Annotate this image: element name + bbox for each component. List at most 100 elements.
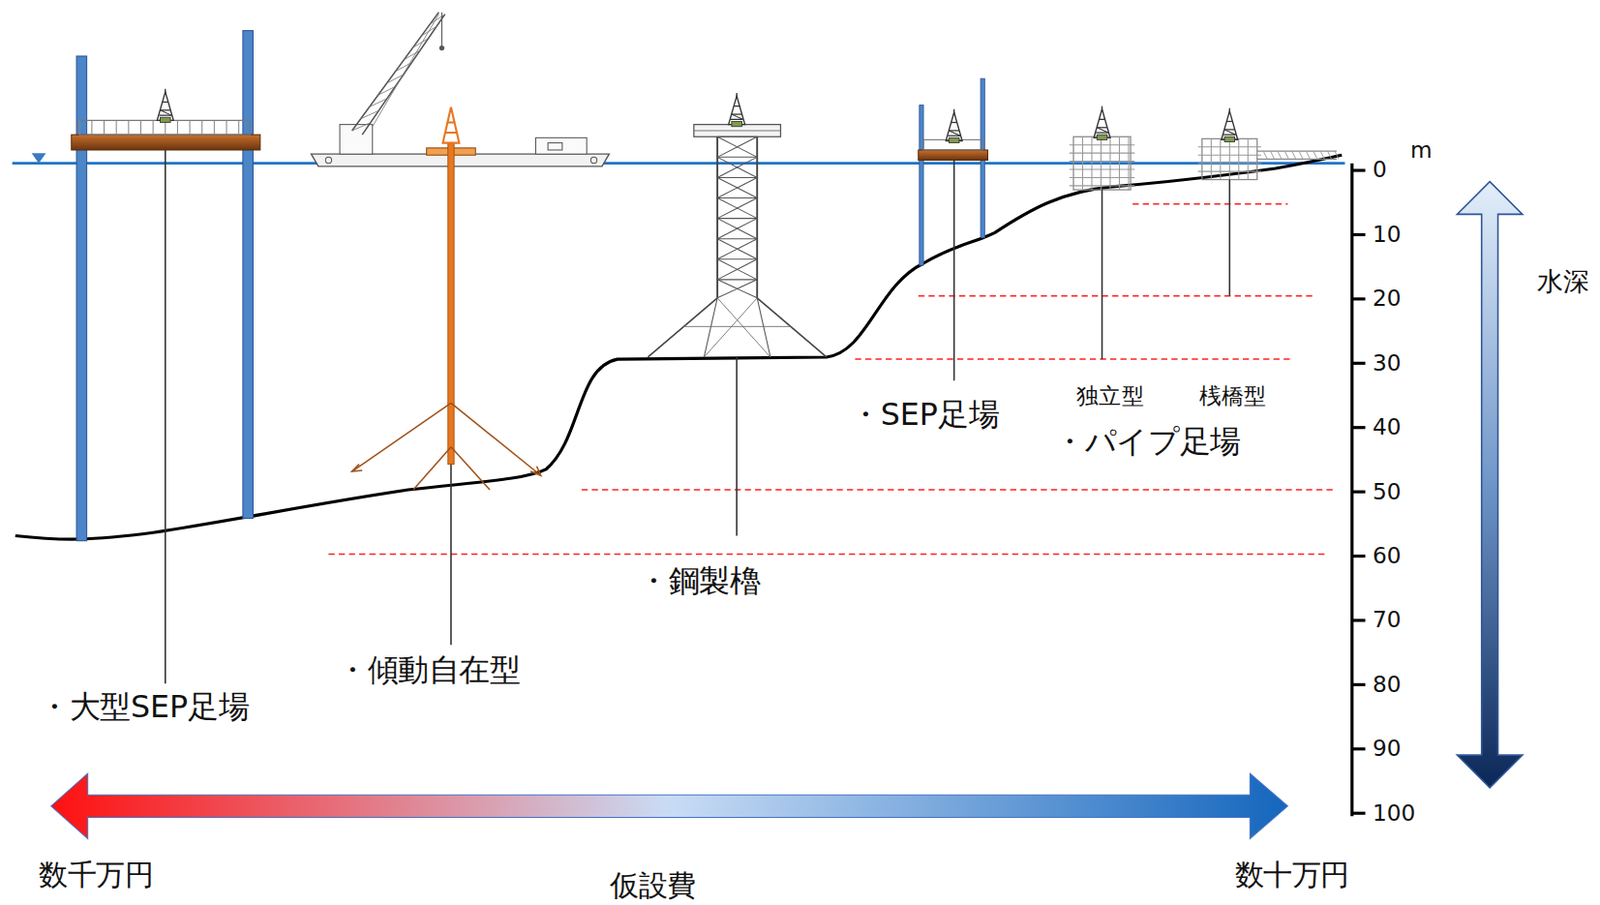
pipe <box>1069 177 1135 179</box>
rail-post <box>177 120 179 135</box>
pipe <box>1069 184 1135 186</box>
large-sep-platform <box>71 30 261 685</box>
label: 独立型 <box>1076 383 1145 410</box>
tilting-type-platform <box>311 12 610 646</box>
lattice-brace <box>717 279 757 299</box>
axis-tick <box>1352 747 1366 751</box>
axis-tick <box>1352 812 1366 816</box>
axis-number: 90 <box>1372 735 1402 762</box>
pipe-scaffold <box>1069 106 1339 360</box>
rail-post <box>127 120 129 135</box>
water-surface <box>12 161 1346 165</box>
axis-tick <box>1352 362 1366 365</box>
pipe <box>1069 152 1135 154</box>
walkway-rail <box>1292 150 1297 159</box>
lattice-strut <box>717 238 757 240</box>
lattice-brace <box>717 218 757 240</box>
axis-number: 80 <box>1372 671 1402 698</box>
lattice-brace <box>717 259 757 280</box>
walkway-rail <box>1298 150 1303 159</box>
lattice-strut <box>717 177 757 179</box>
rail-post <box>213 120 215 135</box>
axis-tick <box>1352 490 1366 494</box>
lattice-brace <box>717 177 757 198</box>
lattice-strut <box>717 217 757 219</box>
sep-platform <box>918 78 989 381</box>
lattice-strut <box>717 156 757 158</box>
axis-tick <box>1352 168 1366 172</box>
boom-lacing <box>361 110 380 119</box>
pipe <box>1247 138 1249 180</box>
lattice-brace <box>717 239 757 260</box>
rail-post <box>201 120 203 135</box>
axis-number: 30 <box>1372 350 1402 377</box>
lattice-brace <box>717 239 757 260</box>
depth-limit-lines <box>328 204 1337 555</box>
pipe <box>1069 144 1135 146</box>
label: ・SEP足場 <box>849 396 999 432</box>
rail-post <box>90 120 92 135</box>
pipe <box>1069 168 1135 170</box>
boom-lacing <box>403 50 421 60</box>
rail-post <box>189 120 191 135</box>
lattice-brace <box>717 156 757 178</box>
axis-number: 20 <box>1372 285 1402 312</box>
rail-post <box>79 120 81 135</box>
walkway-rail <box>1269 150 1274 159</box>
axis-number: 100 <box>1372 799 1416 826</box>
rail-post <box>116 120 118 135</box>
pipe <box>1127 136 1129 190</box>
boom-lacing <box>378 86 396 95</box>
label: 水深 <box>1537 267 1591 299</box>
label: 桟橋型 <box>1199 383 1268 410</box>
walkway-rail <box>1277 150 1282 159</box>
lattice-strut <box>717 197 757 199</box>
lattice-brace <box>717 198 757 219</box>
rail-post <box>226 120 228 135</box>
axis-tick <box>1352 683 1366 687</box>
lattice-brace <box>717 198 757 219</box>
steel-tower <box>647 92 826 537</box>
label: ・パイプ足場 <box>1054 424 1241 460</box>
lattice-strut <box>717 136 757 138</box>
lattice-strut <box>717 258 757 260</box>
pipe <box>1082 136 1084 190</box>
cost-arrow <box>51 773 1289 839</box>
boom-lacing <box>352 122 371 131</box>
axis-number: 60 <box>1372 543 1402 570</box>
axis-tick <box>1352 233 1366 237</box>
rail-post <box>152 120 154 135</box>
axis-number: 40 <box>1372 414 1402 441</box>
walkway-rail <box>1284 150 1289 159</box>
walkway-rail <box>1320 150 1325 159</box>
depth-arrow <box>1456 181 1522 788</box>
lattice-brace <box>717 177 757 198</box>
depth-axis <box>1352 163 1366 817</box>
axis-number: 70 <box>1372 606 1402 634</box>
walkway-rail <box>1263 150 1268 159</box>
walkway-rail <box>1328 150 1332 159</box>
rail-post <box>238 120 240 135</box>
pipe <box>1069 160 1135 162</box>
lattice-brace <box>717 136 757 157</box>
lattice-brace <box>717 156 757 178</box>
axis-number: 50 <box>1372 478 1402 505</box>
lattice-brace <box>717 279 757 299</box>
pipe <box>1229 138 1231 180</box>
axis-number: 10 <box>1372 221 1402 248</box>
axis-tick <box>1352 297 1366 301</box>
pipe <box>1118 136 1120 190</box>
pipe <box>1100 136 1102 190</box>
label: ・傾動自在型 <box>336 653 521 689</box>
water-level-mark <box>31 152 47 164</box>
seabed-profile <box>15 154 1342 540</box>
pipe <box>1219 138 1221 180</box>
rail-post <box>103 120 105 135</box>
pipe <box>1090 136 1092 190</box>
pipe <box>1109 136 1111 190</box>
label: ・大型SEP足場 <box>38 690 249 725</box>
walkway-rail <box>1305 150 1310 159</box>
lattice-brace <box>717 136 757 157</box>
axis-number: 0 <box>1372 156 1388 183</box>
